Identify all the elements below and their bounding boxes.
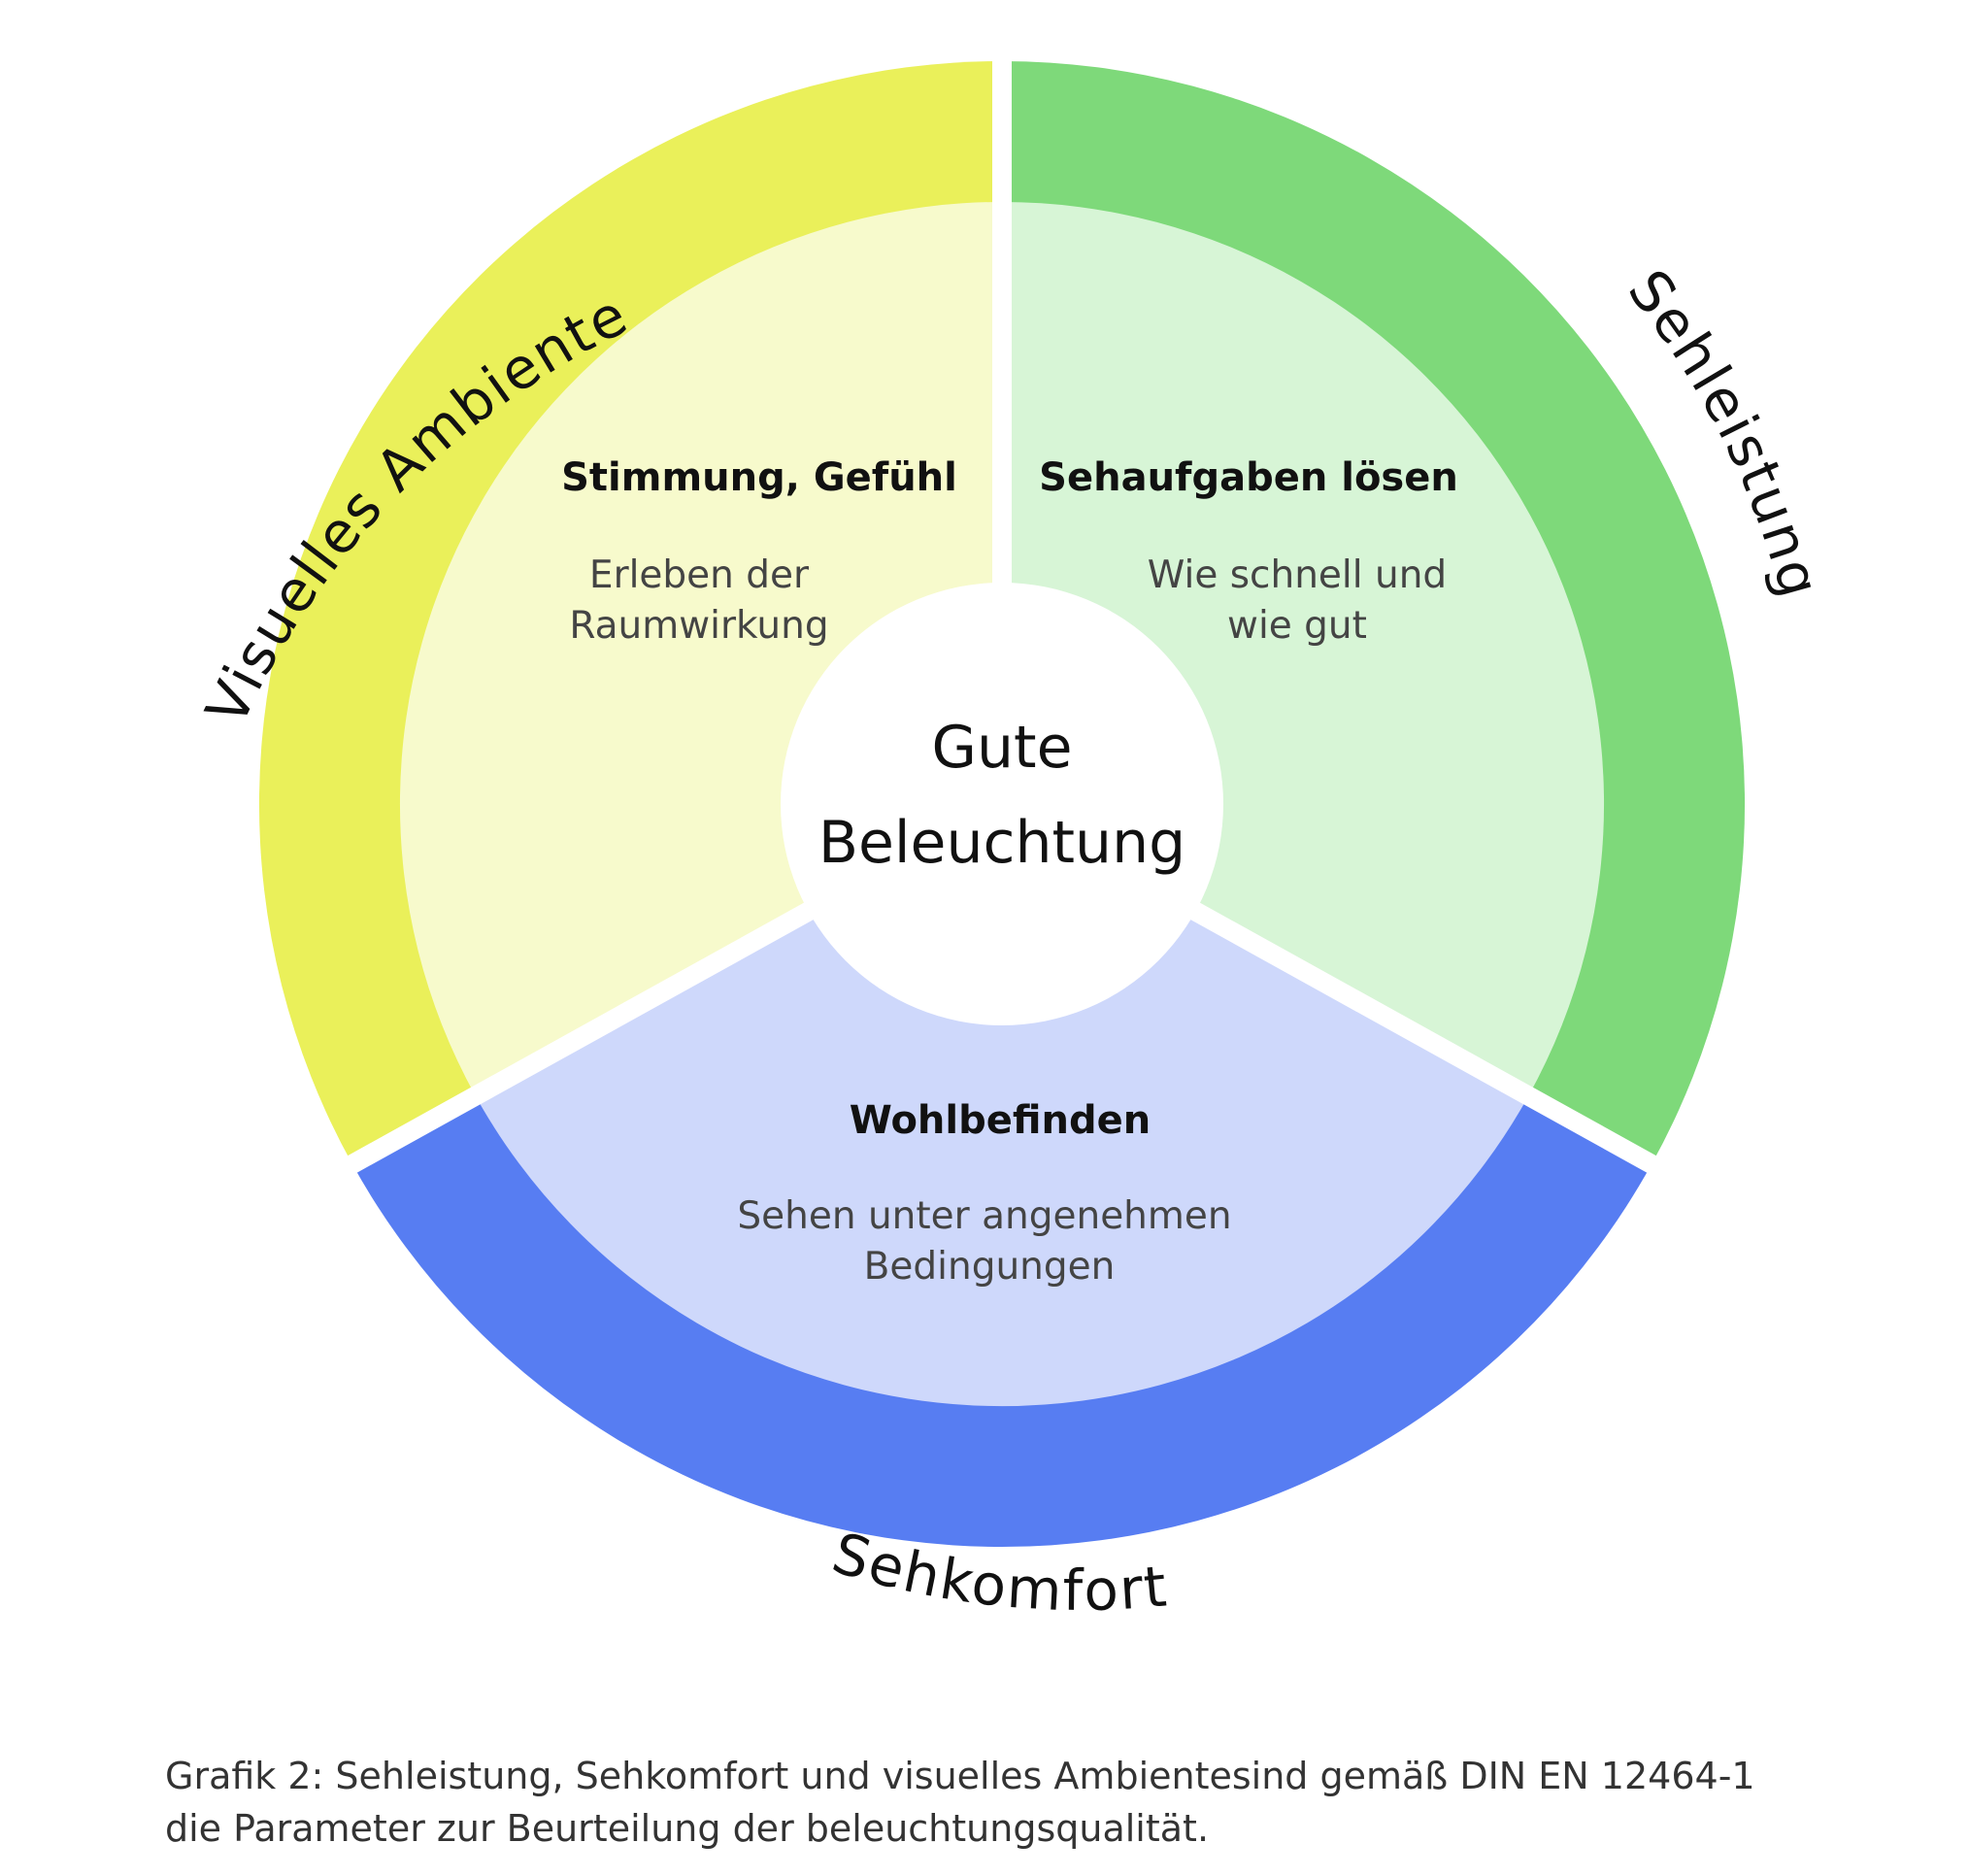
performance-segment-desc-line2: wie gut (1227, 604, 1367, 648)
center-label-line1: Gute (932, 714, 1073, 782)
center-label-line2: Beleuchtung (818, 809, 1185, 877)
visual-segment-desc-line2: Raumwirkung (569, 604, 828, 648)
comfort-segment-desc-line1: Sehen unter angenehmen (737, 1194, 1231, 1238)
caption-line-2: die Parameter zur Beurteilung der beleuc… (165, 1807, 1210, 1850)
caption-line-1: Grafik 2: Sehleistung, Sehkomfort und vi… (165, 1755, 1755, 1797)
visual-segment-desc-line1: Erleben der (589, 553, 810, 597)
figure-caption: Grafik 2: Sehleistung, Sehkomfort und vi… (165, 1750, 1913, 1855)
performance-segment-title: Sehaufgaben lösen (1039, 455, 1458, 500)
visual-segment-title: Stimmung, Gefühl (561, 455, 957, 500)
comfort-segment-desc-line2: Bedingungen (864, 1245, 1116, 1289)
comfort-segment-title: Wohlbefinden (850, 1098, 1151, 1143)
performance-segment-desc-line1: Wie schnell und (1148, 553, 1447, 597)
center-circle (781, 583, 1223, 1025)
